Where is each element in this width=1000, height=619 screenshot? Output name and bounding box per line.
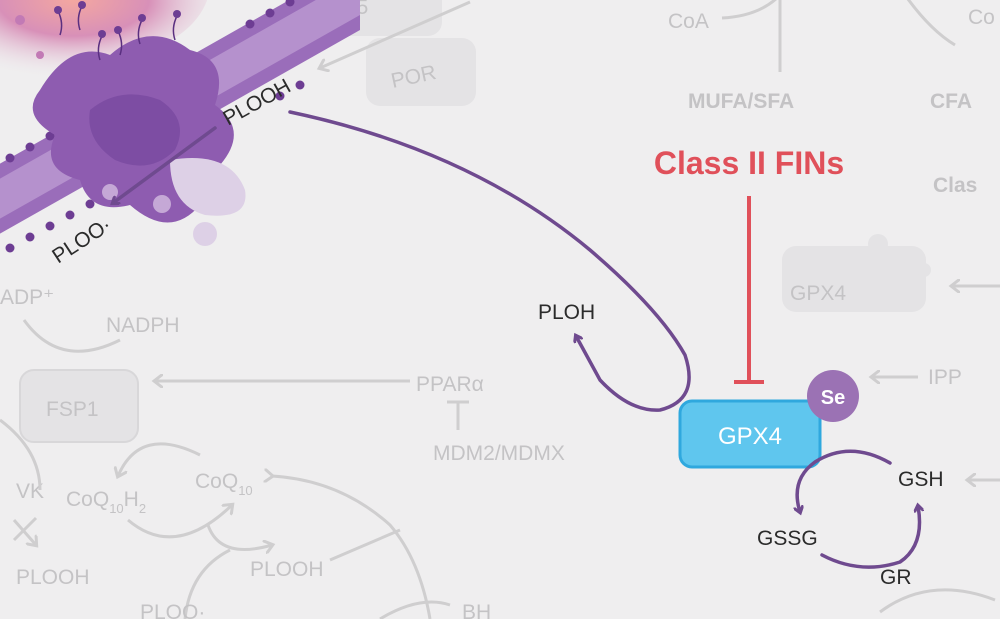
faded-class-label: Clas	[933, 174, 977, 197]
faded-por-box	[366, 38, 476, 106]
faded-ploo-bottom-label: PLOO·	[140, 601, 205, 619]
plooh-to-ploo-arrow	[113, 126, 217, 203]
faded-top-region: 15 POR CoA MUFA/SFA Co CFA Clas	[312, 0, 995, 197]
faded-ppara-label: PPARα	[416, 373, 484, 396]
faded-plooh-left-label: PLOOH	[16, 566, 90, 589]
faded-bh-label: BH	[462, 601, 491, 619]
faded-nadph-curve	[22, 319, 121, 353]
gpx4-box	[678, 399, 822, 469]
gr-label: GR	[880, 566, 912, 589]
faded-bh-curve	[272, 476, 432, 619]
faded-fsp1-box	[19, 369, 139, 443]
faded-gpx4-box	[782, 246, 926, 312]
faded-coa-right-label: Co	[968, 6, 995, 29]
faded-fsp1-label: FSP1	[46, 398, 99, 421]
selenium-badge	[807, 370, 859, 422]
gssg-to-gsh-arrow	[820, 506, 920, 569]
faded-nadp-label: ADP⁺	[0, 286, 54, 309]
plooh-reduction-curve	[288, 110, 691, 412]
gpx4-label: GPX4	[718, 423, 782, 450]
gsh-label: GSH	[898, 468, 944, 491]
faded-cfa-label: CFA	[930, 90, 972, 113]
faded-coq-oxidation-curve	[118, 442, 201, 476]
faded-cfa-curve	[906, 0, 956, 47]
faded-ipp-label: IPP	[928, 366, 962, 389]
cell-membrane-illustration	[0, 0, 360, 253]
faded-coq10-label: CoQ10	[195, 470, 253, 498]
faded-coa-label: CoA	[668, 10, 709, 33]
gsh-to-gssg-arrow	[797, 449, 892, 512]
faded-vk-label: VK	[16, 480, 44, 503]
ploh-label: PLOH	[538, 301, 595, 324]
gssg-label: GSSG	[757, 527, 818, 550]
ploo-radical-label: PLOO·	[48, 213, 115, 268]
faded-bottom-right-curve	[879, 588, 996, 614]
selenium-label: Se	[821, 387, 845, 409]
faded-mdm2-label: MDM2/MDMX	[433, 442, 565, 465]
faded-mufa-label: MUFA/SFA	[688, 90, 794, 113]
faded-plooh-mid-label: PLOOH	[250, 558, 324, 581]
class-ii-fins-label: Class II FINs	[654, 145, 844, 181]
faded-nadph-label: NADPH	[106, 314, 180, 337]
faded-left-region: ADP⁺ NADPH FSP1 PPARα MDM2/MDMX VK CoQ10…	[0, 286, 565, 619]
active-pathway: PLOOH PLOO· PLOH Class II FINs GPX4 Se G…	[48, 75, 943, 589]
faded-coq-reduction-curve	[127, 505, 232, 539]
faded-right-region: GPX4 IPP	[782, 234, 1000, 614]
faded-gpx4-label: GPX4	[790, 282, 846, 305]
faded-coq10h2-label: CoQ10H2	[66, 488, 146, 516]
faded-coa-curve	[721, 0, 777, 20]
faded-por-arrow	[320, 0, 471, 68]
